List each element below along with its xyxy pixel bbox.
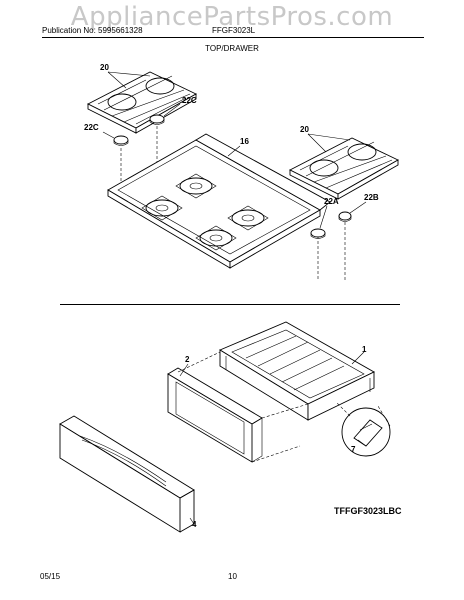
left-burner-grate[interactable] <box>87 71 197 134</box>
callout-7: 7 <box>351 445 356 454</box>
burner-cap-22c-right[interactable] <box>149 114 165 125</box>
model-number: FFGF3023L <box>212 26 256 35</box>
callout-16: 16 <box>240 137 249 146</box>
callout-22a: 22A <box>324 197 339 206</box>
callout-20-right: 20 <box>300 125 309 134</box>
callout-4: 4 <box>192 520 197 529</box>
callout-22c-left: 22C <box>84 123 99 132</box>
callout-20-left: 20 <box>100 63 109 72</box>
callout-22b: 22B <box>364 193 379 202</box>
callout-2: 2 <box>185 355 190 364</box>
diagram-code: TFFGF3023LBC <box>334 506 402 516</box>
publication-number: Publication No: 5995661328 <box>42 26 143 35</box>
page-number: 10 <box>228 572 237 581</box>
header-rule <box>42 37 424 38</box>
callout-1: 1 <box>362 345 367 354</box>
watermark: AppliancePartsPros.com <box>70 2 394 32</box>
section-divider <box>60 304 400 305</box>
right-burner-grate[interactable] <box>289 137 399 200</box>
burner-cap-22b[interactable] <box>338 211 352 222</box>
burner-cap-22c-left[interactable] <box>113 135 129 146</box>
footer-date: 05/15 <box>40 572 61 581</box>
cooktop-main-top[interactable] <box>107 133 331 269</box>
drawer-body[interactable] <box>219 321 375 421</box>
callout-22c-right: 22C <box>182 96 197 105</box>
drawer-glide-detail[interactable] <box>341 407 391 457</box>
burner-cap-22a[interactable] <box>310 228 326 239</box>
drawer-front-panel[interactable] <box>59 415 195 533</box>
section-title: TOP/DRAWER <box>205 44 259 53</box>
